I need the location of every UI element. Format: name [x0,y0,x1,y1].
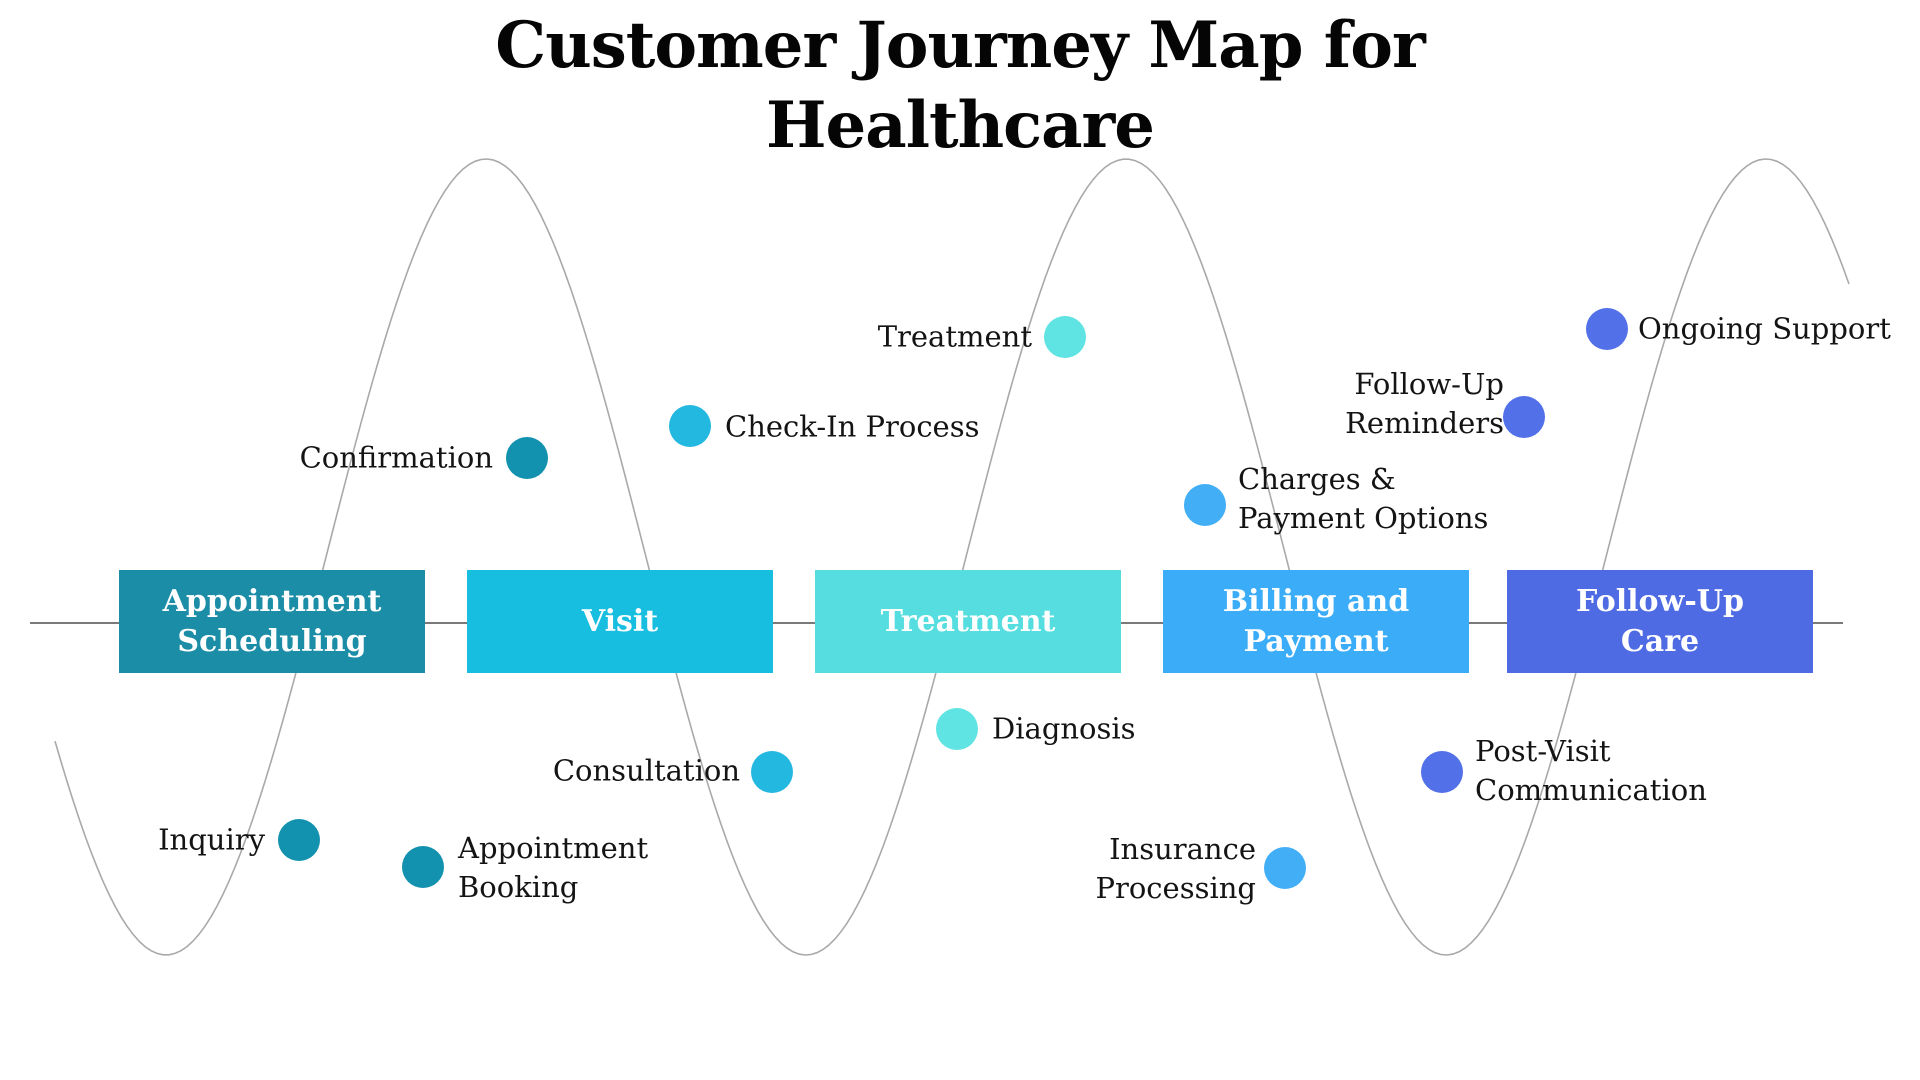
label-line: Charges & [1238,462,1396,496]
inquiry-label: Inquiry [158,821,265,860]
ongoing-support-label: Ongoing Support [1638,310,1891,349]
confirmation-dot [506,437,548,479]
post-visit-communication-dot [1421,751,1463,793]
diagnosis-dot [936,708,978,750]
stage-box-treatment: Treatment [815,570,1121,673]
label-line: Post-Visit [1475,734,1611,768]
inquiry-dot [278,819,320,861]
label-line: Treatment [877,319,1032,354]
label-line: Communication [1475,773,1707,807]
check-in-process-label: Check-In Process [725,408,980,447]
confirmation-label: Confirmation [300,439,493,478]
label-line: Insurance [1109,832,1256,866]
label-line: Booking [458,870,579,904]
stage-label: Visit [581,603,659,639]
stage-label: Billing and Payment [1222,583,1410,659]
ongoing-support-dot [1586,308,1628,350]
stage-box-follow-up-care: Follow-Up Care [1507,570,1813,673]
insurance-processing-dot [1264,847,1306,889]
consultation-dot [751,751,793,793]
page-title-line2: Healthcare [766,88,1155,163]
stage-label: Appointment Scheduling [162,583,382,659]
label-line: Inquiry [158,822,265,857]
stage-box-appointment-scheduling: Appointment Scheduling [119,570,425,673]
treatment-label: Treatment [878,318,1032,357]
check-in-process-dot [669,405,711,447]
charges-payment-options-dot [1184,484,1226,526]
label-line: Follow-Up [1354,367,1504,401]
stage-label: Follow-Up Care [1576,583,1744,659]
stage-box-visit: Visit [467,570,773,673]
charges-payment-options-label: Charges & Payment Options [1238,460,1488,538]
treatment-dot [1044,316,1086,358]
page-title: Customer Journey Map for Healthcare [0,6,1920,166]
follow-up-reminders-dot [1503,396,1545,438]
label-line: Reminders [1345,406,1504,440]
journey-curve [54,158,1850,956]
label-line: Appointment [458,831,649,865]
label-line: Diagnosis [992,711,1136,746]
label-line: Check-In Process [725,409,980,444]
appointment-booking-dot [402,846,444,888]
label-line: Confirmation [299,440,493,475]
consultation-label: Consultation [553,752,740,791]
label-line: Payment Options [1238,501,1489,535]
label-line: Consultation [552,753,740,788]
label-line: Ongoing Support [1638,311,1891,346]
stage-label: Treatment [880,603,1056,639]
diagnosis-label: Diagnosis [992,710,1136,749]
stage-box-billing-and-payment: Billing and Payment [1163,570,1469,673]
label-line: Processing [1095,871,1256,905]
page-title-line1: Customer Journey Map for [495,8,1425,83]
